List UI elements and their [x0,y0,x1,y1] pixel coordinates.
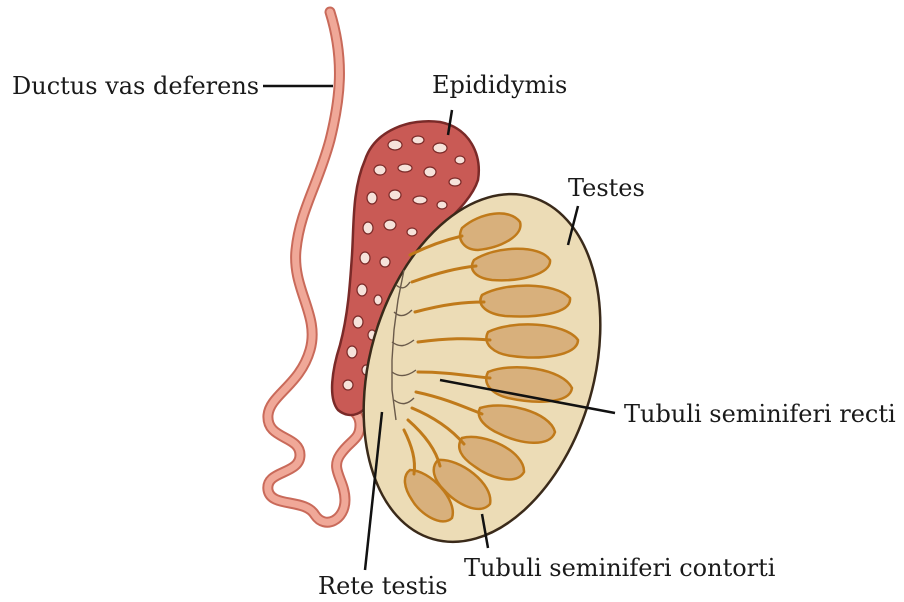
label-rete-testis: Rete testis [318,572,448,600]
label-tubuli-seminiferi-recti: Tubuli seminiferi recti [624,400,896,428]
label-ductus-vas-deferens: Ductus vas deferens [12,72,259,100]
label-testes: Testes [568,174,645,202]
label-epididymis: Epididymis [432,71,567,99]
label-tubuli-seminiferi-contorti: Tubuli seminiferi contorti [464,554,776,582]
vas-deferens-shape [268,12,360,522]
